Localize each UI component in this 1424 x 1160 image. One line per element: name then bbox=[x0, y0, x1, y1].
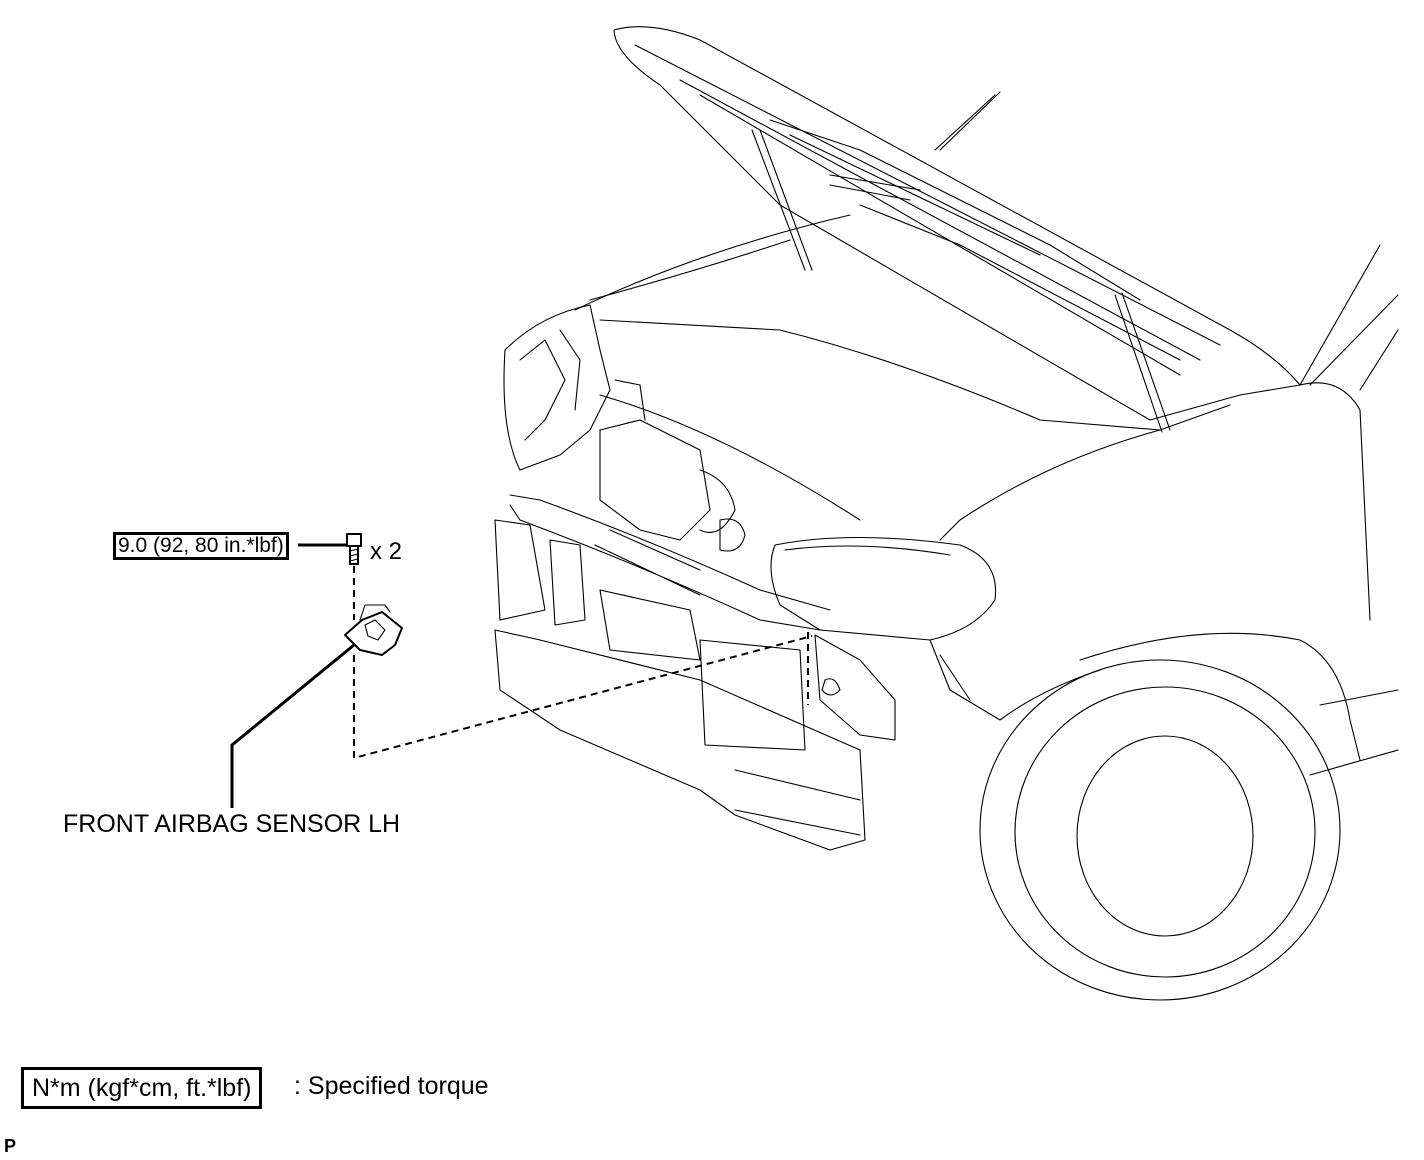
front-airbag-sensor-icon bbox=[344, 604, 403, 656]
vehicle-body bbox=[494, 26, 1399, 1001]
part-name-label: FRONT AIRBAG SENSOR LH bbox=[63, 810, 401, 838]
wheel-rim bbox=[1076, 735, 1254, 937]
torque-unit-description: : Specified torque bbox=[294, 1072, 489, 1100]
installation-path bbox=[353, 566, 813, 760]
front-tire-outer bbox=[979, 659, 1341, 1001]
windshield-pillar bbox=[1299, 244, 1399, 391]
quantity-label: x 2 bbox=[370, 538, 403, 565]
hood-inner-frame bbox=[769, 119, 1181, 361]
fender-top bbox=[574, 214, 1371, 621]
antenna bbox=[934, 91, 1001, 151]
sensor-mount-area bbox=[814, 634, 896, 741]
front-tire-inner bbox=[1014, 686, 1316, 978]
hood-inner-edge bbox=[634, 44, 1221, 376]
part-leader-line bbox=[230, 643, 355, 808]
headlamp bbox=[770, 536, 997, 641]
hood-panel bbox=[613, 26, 1301, 421]
engine-components bbox=[599, 379, 746, 552]
grille bbox=[494, 519, 806, 751]
lower-bumper bbox=[494, 629, 866, 851]
left-bumper-cover bbox=[503, 304, 611, 471]
torque-value-label: 9.0 (92, 80 in.*lbf) bbox=[118, 534, 284, 557]
bolt-icon bbox=[346, 533, 362, 565]
left-bumper-detail bbox=[519, 329, 581, 441]
corner-mark: P bbox=[4, 1136, 17, 1156]
hood-strut-right bbox=[1114, 292, 1171, 433]
radiator-support bbox=[509, 494, 831, 631]
torque-unit-label: N*m (kgf*cm, ft.*lbf) bbox=[32, 1074, 252, 1102]
engine-bay bbox=[589, 239, 1161, 521]
torque-unit-legend-box: N*m (kgf*cm, ft.*lbf) bbox=[21, 1067, 263, 1109]
torque-value-box: 9.0 (92, 80 in.*lbf) bbox=[113, 532, 289, 560]
front-fender bbox=[929, 632, 1399, 776]
hood-strut-left bbox=[751, 129, 813, 271]
